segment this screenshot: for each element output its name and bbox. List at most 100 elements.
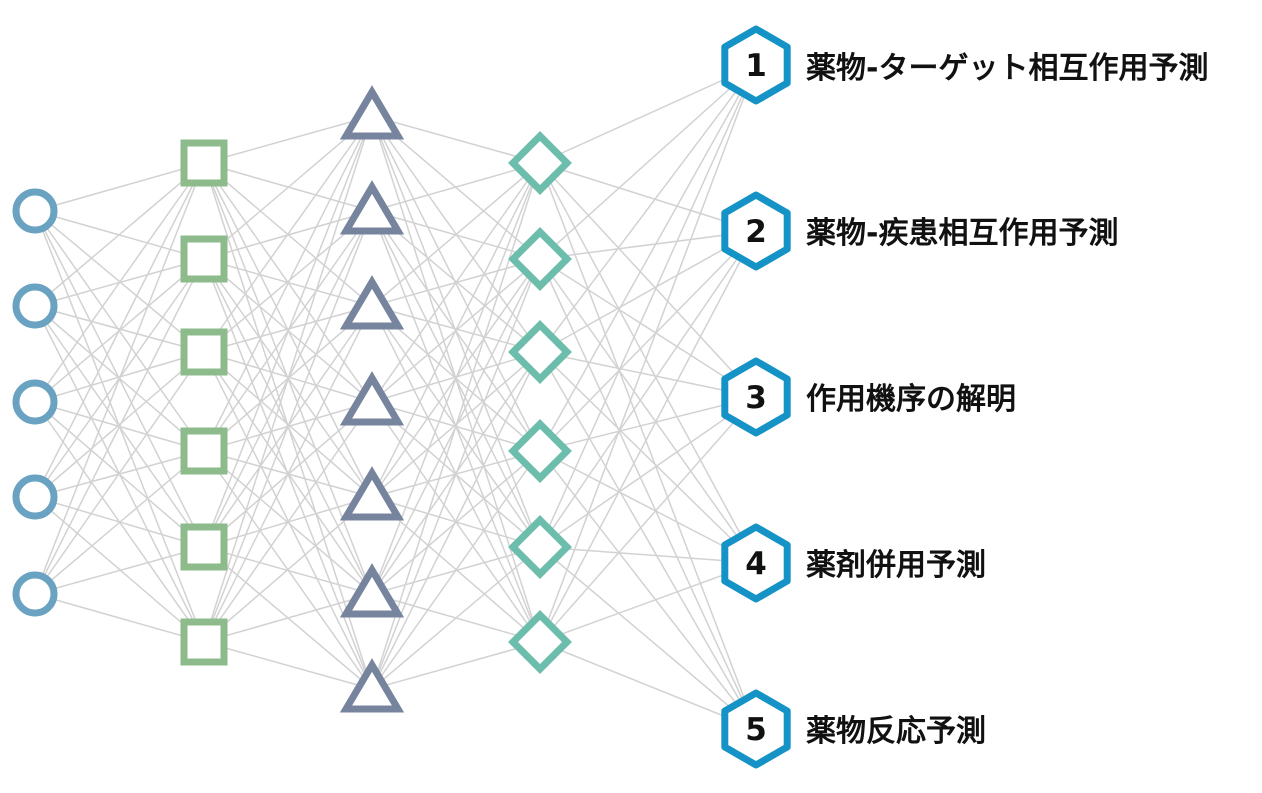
connection-line xyxy=(539,230,757,260)
connection-line xyxy=(539,64,757,260)
hexagon-node-1 xyxy=(721,25,791,105)
connection-line xyxy=(539,64,757,452)
diamond-node-2 xyxy=(508,227,572,291)
connection-line xyxy=(539,450,757,564)
connection-line xyxy=(371,162,541,498)
connection-line xyxy=(539,641,757,730)
connection-line xyxy=(539,162,757,730)
connection-line xyxy=(34,546,205,595)
square-node-2 xyxy=(180,235,228,283)
circle-node-4 xyxy=(12,474,58,520)
connection-line xyxy=(34,162,205,595)
connection-line xyxy=(34,450,205,595)
connection-line xyxy=(539,230,757,548)
connection-line xyxy=(34,351,205,595)
triangle-node-6 xyxy=(339,563,405,618)
connection-line xyxy=(34,162,205,498)
output-label-3: 作用機序の解明 xyxy=(806,382,1016,417)
connection-line xyxy=(203,546,373,595)
connection-line xyxy=(539,258,757,730)
connection-line xyxy=(539,64,757,164)
connection-line xyxy=(371,162,541,403)
connection-line xyxy=(371,351,541,690)
square-node-6 xyxy=(180,618,228,666)
connection-line xyxy=(203,115,373,643)
connection-line xyxy=(203,115,373,353)
connection-line xyxy=(203,115,373,164)
connection-line xyxy=(539,162,757,232)
connection-line xyxy=(203,351,373,690)
connection-line xyxy=(203,115,373,260)
connection-line xyxy=(34,351,205,498)
output-number-2: 2 xyxy=(745,214,767,250)
output-number-3: 3 xyxy=(745,380,767,416)
connection-line xyxy=(203,305,373,353)
output-label-5: 薬物反応予測 xyxy=(806,714,986,749)
triangle-node-3 xyxy=(339,275,405,330)
output-number-5: 5 xyxy=(745,712,767,748)
connection-line xyxy=(203,401,373,643)
connection-line xyxy=(371,641,541,690)
connection-line xyxy=(371,546,541,690)
connection-line xyxy=(539,64,757,548)
connection-line xyxy=(539,546,757,730)
square-node-5 xyxy=(180,523,228,571)
connection-line xyxy=(203,641,373,690)
diamond-node-4 xyxy=(508,419,572,483)
circle-node-1 xyxy=(12,188,58,234)
connection-line xyxy=(371,450,541,690)
connection-line xyxy=(539,562,757,643)
output-number-1: 1 xyxy=(745,48,767,84)
output-label-1: 薬物-ターゲット相互作用予測 xyxy=(806,51,1208,86)
connection-line xyxy=(371,115,541,164)
hexagon-node-3 xyxy=(721,357,791,437)
connection-line xyxy=(539,258,757,564)
diamond-node-6 xyxy=(508,610,572,674)
connection-line xyxy=(34,496,205,643)
connection-line xyxy=(203,496,373,643)
diamond-node-3 xyxy=(508,320,572,384)
connection-line xyxy=(539,64,757,643)
connection-line xyxy=(34,258,205,595)
connection-line xyxy=(539,162,757,398)
diamond-node-5 xyxy=(508,515,572,579)
connection-line xyxy=(371,162,541,690)
triangle-node-7 xyxy=(339,658,405,713)
output-label-4: 薬剤併用予測 xyxy=(806,548,986,583)
connection-line xyxy=(371,162,541,595)
connection-line xyxy=(539,546,757,564)
circle-node-3 xyxy=(12,379,58,425)
connection-line xyxy=(203,115,373,548)
hexagon-node-5 xyxy=(721,689,791,769)
connection-line xyxy=(539,396,757,643)
triangle-node-5 xyxy=(339,466,405,521)
connection-line xyxy=(371,162,541,307)
square-node-3 xyxy=(180,328,228,376)
network-nodes: 1 2 3 4 5 xyxy=(12,25,791,769)
hexagon-node-2 xyxy=(721,191,791,271)
output-label-2: 薬物-疾患相互作用予測 xyxy=(806,216,1118,251)
connection-line xyxy=(539,450,757,730)
connection-line xyxy=(203,593,373,643)
connection-line xyxy=(539,162,757,564)
connection-line xyxy=(34,162,205,212)
output-labels: 薬物-ターゲット相互作用予測 薬物-疾患相互作用予測 作用機序の解明 薬剤併用予… xyxy=(806,51,1208,749)
triangle-node-2 xyxy=(339,180,405,235)
square-node-1 xyxy=(180,139,228,187)
diamond-node-1 xyxy=(508,131,572,195)
output-number-4: 4 xyxy=(745,546,767,582)
hexagon-node-4 xyxy=(721,523,791,603)
triangle-node-1 xyxy=(339,85,405,140)
circle-node-5 xyxy=(12,571,58,617)
connection-line xyxy=(203,115,373,452)
connection-line xyxy=(539,64,757,353)
connection-line xyxy=(34,162,205,307)
connection-line xyxy=(539,258,757,398)
connection-line xyxy=(34,162,205,403)
connection-line xyxy=(539,396,757,548)
connection-line xyxy=(539,230,757,452)
connection-line xyxy=(539,396,757,452)
connection-line xyxy=(539,230,757,353)
connection-line xyxy=(371,162,541,212)
